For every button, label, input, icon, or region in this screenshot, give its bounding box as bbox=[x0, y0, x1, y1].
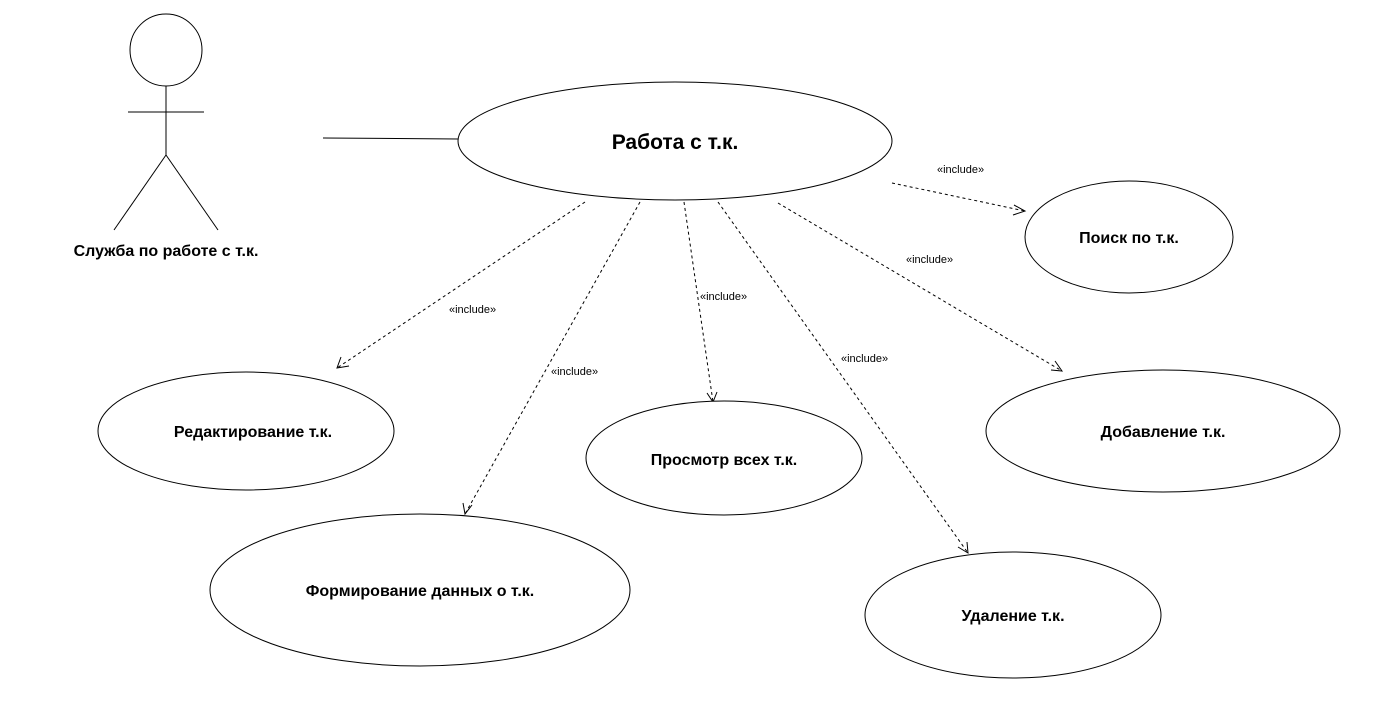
use-case-search-label: Поиск по т.к. bbox=[1079, 230, 1179, 247]
rel-label-edit: «include» bbox=[449, 304, 496, 316]
actor-head bbox=[129, 13, 203, 87]
association-line bbox=[322, 137, 459, 140]
rel-label-delete: «include» bbox=[841, 353, 888, 365]
use-case-main[interactable]: Работа с т.к. bbox=[457, 81, 893, 201]
include-search bbox=[891, 182, 1027, 216]
actor-label: Служба по работе с т.к. bbox=[74, 243, 259, 260]
include-form-data bbox=[462, 201, 641, 516]
use-case-add[interactable]: Добавление т.к. bbox=[985, 369, 1341, 493]
actor-right-leg bbox=[165, 154, 219, 231]
rel-label-form-data: «include» bbox=[551, 366, 598, 378]
use-case-view-all[interactable]: Просмотр всех т.к. bbox=[585, 400, 863, 516]
use-case-edit-label: Редактирование т.к. bbox=[174, 424, 332, 441]
include-delete bbox=[717, 201, 969, 554]
use-case-delete[interactable]: Удаление т.к. bbox=[864, 551, 1162, 679]
use-case-search[interactable]: Поиск по т.к. bbox=[1024, 180, 1234, 294]
use-case-delete-label: Удаление т.к. bbox=[961, 608, 1064, 625]
rel-label-search: «include» bbox=[937, 164, 984, 176]
actor-left-leg bbox=[113, 154, 167, 231]
rel-label-view-all: «include» bbox=[700, 291, 747, 303]
include-add bbox=[777, 202, 1064, 372]
use-case-main-label: Работа с т.к. bbox=[612, 131, 739, 154]
use-case-form-data[interactable]: Формирование данных о т.к. bbox=[209, 513, 631, 667]
rel-label-add: «include» bbox=[906, 254, 953, 266]
use-case-form-data-label: Формирование данных о т.к. bbox=[306, 583, 535, 600]
use-case-view-all-label: Просмотр всех т.к. bbox=[651, 452, 797, 469]
include-edit bbox=[336, 201, 586, 369]
use-case-add-label: Добавление т.к. bbox=[1101, 424, 1226, 441]
use-case-edit[interactable]: Редактирование т.к. bbox=[97, 371, 395, 491]
actor-figure[interactable] bbox=[113, 13, 219, 231]
